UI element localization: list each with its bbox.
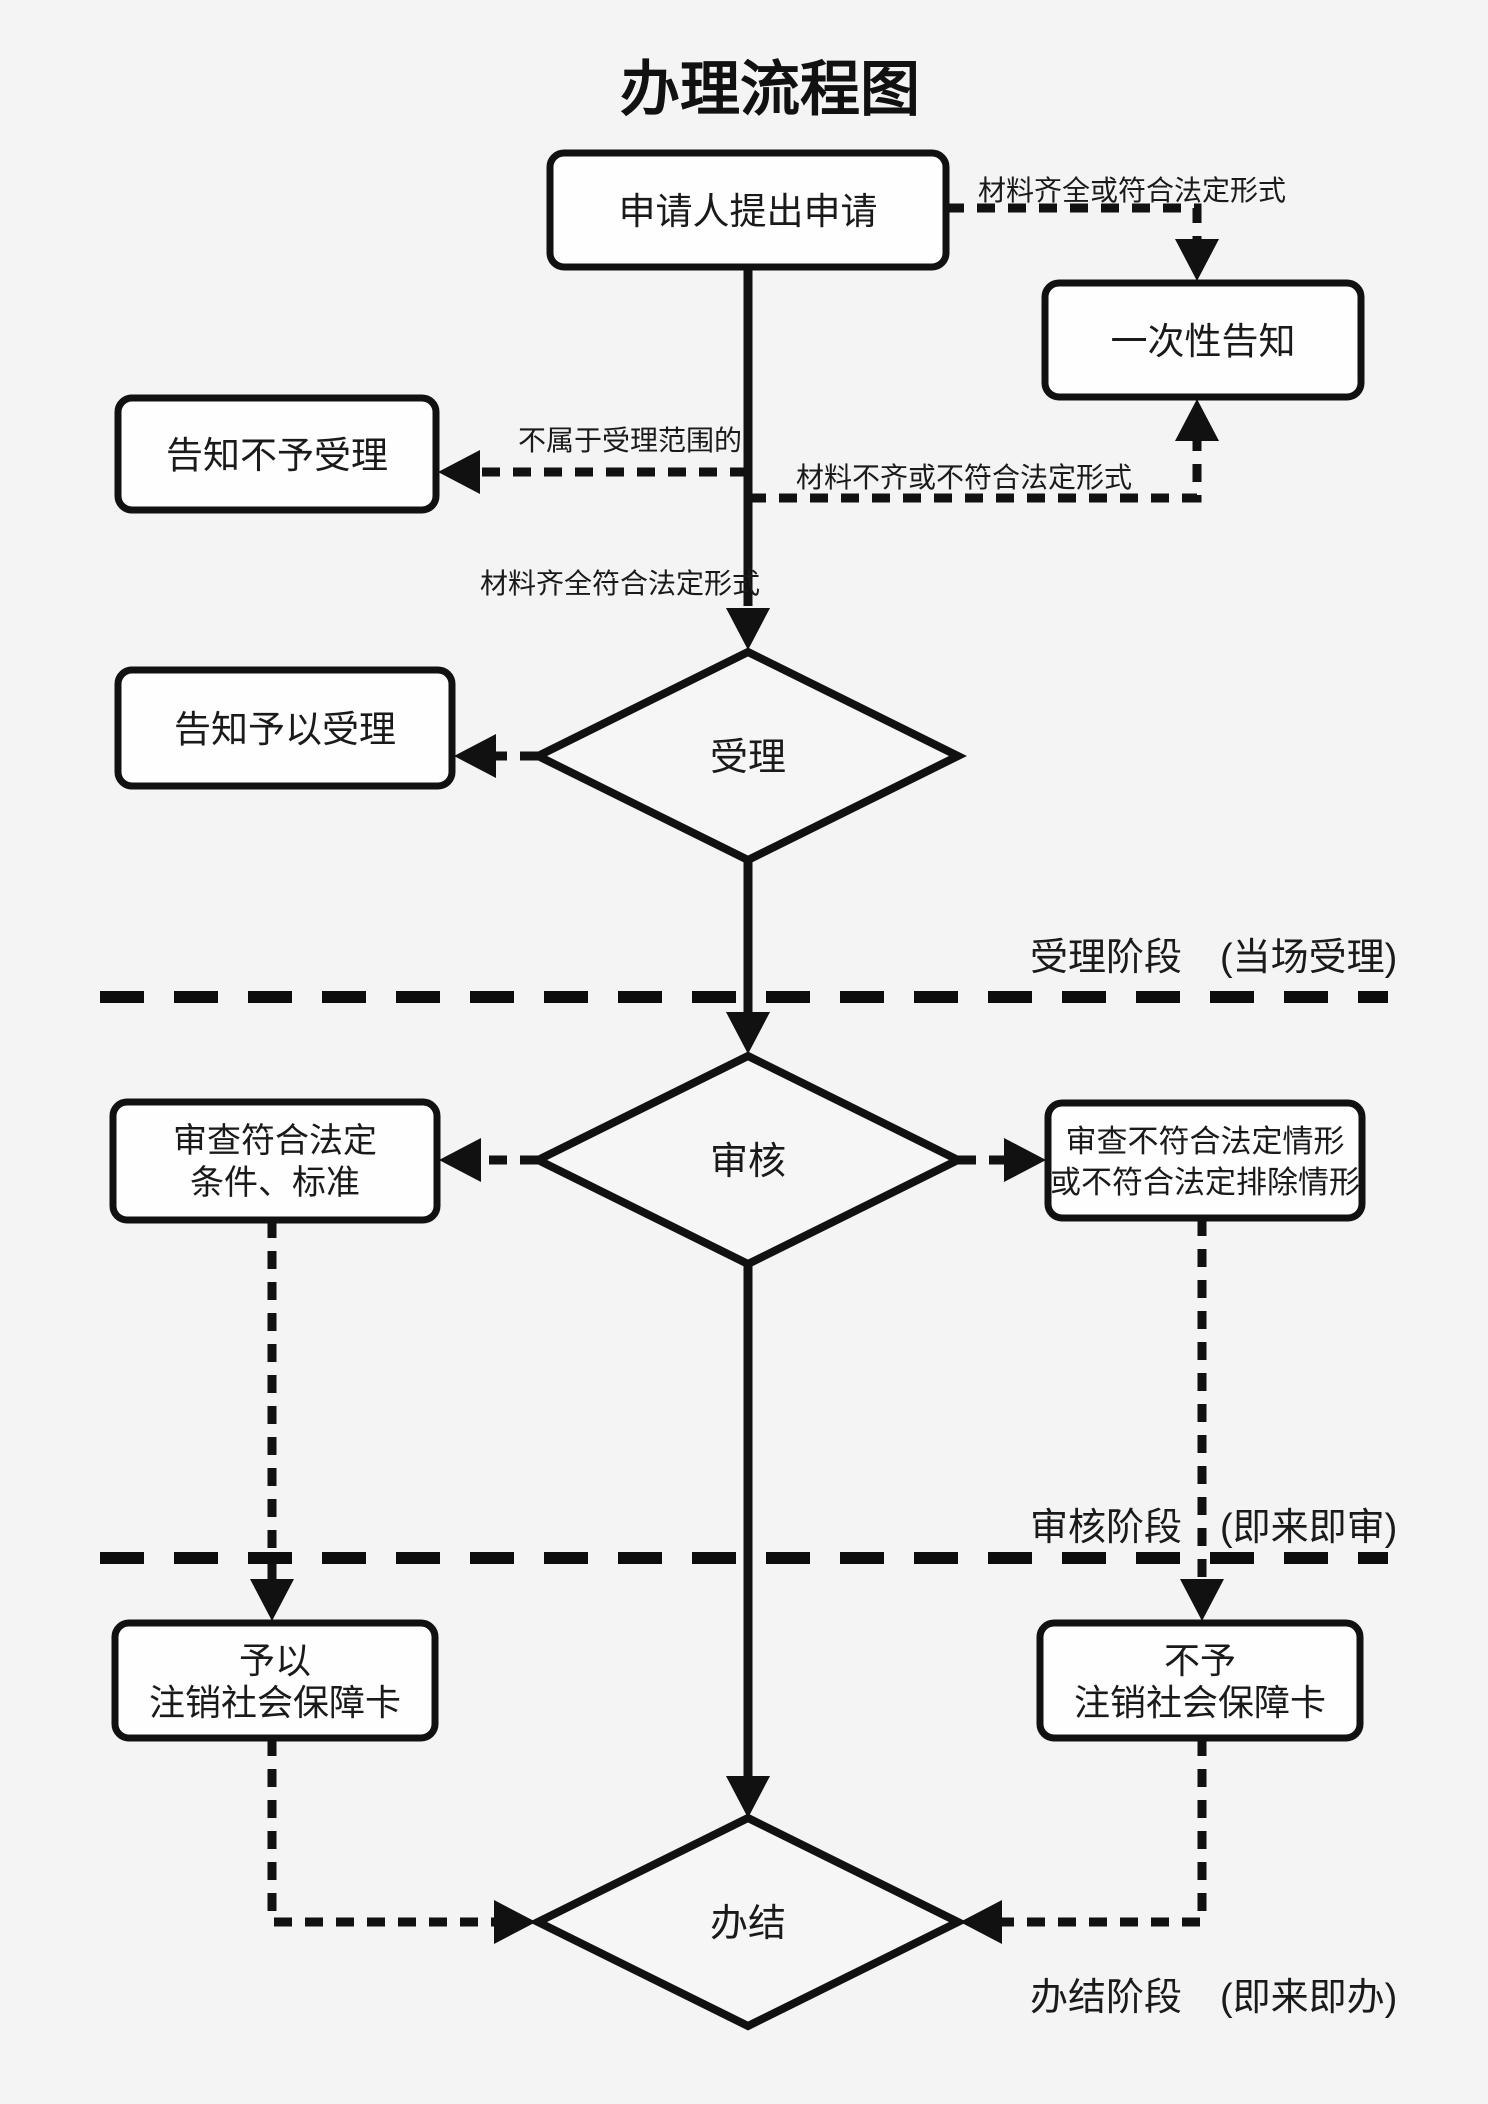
edge-cancel-no-to-finish [1002,1738,1207,1927]
arrow-down-accept-icon [726,608,770,650]
node-review-diamond-label: 审核 [710,1141,786,1183]
edge-cancel-yes-to-finish [267,1738,494,1927]
arrow-down-review-icon [726,1012,770,1054]
node-review-pass: 审查符合法定 条件、标准 [109,1098,441,1224]
node-review-diamond: 审核 [528,1051,968,1269]
edge-label-complete-legal: 材料齐全符合法定形式 [480,568,760,599]
node-cancel-yes-line1: 予以 [239,1640,311,1681]
node-accept-diamond: 受理 [528,647,968,865]
node-review-pass-line1: 审查符合法定 [173,1122,377,1160]
arrow-right-review-fail-icon [1004,1138,1046,1182]
page-title: 办理流程图 [620,56,920,123]
node-cancel-no: 不予 注销社会保障卡 [1036,1619,1364,1742]
node-review-fail-line2: 或不符合法定排除情形 [1050,1165,1360,1200]
node-review-fail: 审查不符合法定情形 或不符合法定排除情形 [1044,1099,1366,1222]
stage-label-review: 审核阶段 (即来即审) [1030,1507,1397,1549]
edge-label-complete-or-legal: 材料齐全或符合法定形式 [978,175,1286,206]
arrow-left-notify-reject-icon [438,450,480,494]
arrow-down-cancel-yes-icon [250,1579,294,1621]
node-accept-diamond-label: 受理 [710,737,786,779]
node-notify-accept-label: 告知予以受理 [174,709,396,750]
node-one-time-notice-label: 一次性告知 [1111,321,1296,362]
edge-label-not-in-scope: 不属于受理范围的 [518,425,742,456]
arrow-down-cancel-no-icon [1180,1579,1224,1621]
node-notify-reject: 告知不予受理 [114,394,440,514]
edge-to-notice-bottom [748,441,1202,503]
stage-label-finish: 办结阶段 (即来即办) [1030,1977,1397,2019]
edge-apply-to-notice [946,203,1202,239]
node-apply: 申请人提出申请 [546,149,950,271]
arrow-up-notice-icon [1175,399,1219,441]
node-one-time-notice: 一次性告知 [1041,279,1365,401]
node-notify-reject-label: 告知不予受理 [166,435,388,476]
arrow-left-notify-accept-icon [454,734,496,778]
node-finish-diamond-label: 办结 [710,1903,786,1945]
node-finish-diamond: 办结 [528,1813,968,2031]
arrow-left-finish-icon [960,1900,1002,1944]
node-cancel-no-line2: 注销社会保障卡 [1074,1682,1326,1723]
edge-label-incomplete-or-illegal: 材料不齐或不符合法定形式 [796,462,1132,493]
arrow-left-review-pass-icon [439,1138,481,1182]
arrow-down-notice-icon [1175,239,1219,281]
node-review-fail-line1: 审查不符合法定情形 [1066,1124,1345,1159]
node-cancel-yes: 予以 注销社会保障卡 [111,1619,439,1742]
node-cancel-yes-line2: 注销社会保障卡 [149,1682,401,1723]
arrow-right-finish-icon [494,1900,536,1944]
arrow-down-finish-icon [726,1776,770,1818]
node-notify-accept: 告知予以受理 [114,666,456,790]
node-cancel-no-line1: 不予 [1164,1640,1236,1681]
node-review-pass-line2: 条件、标准 [190,1164,360,1202]
stage-label-accept: 受理阶段 (当场受理) [1030,937,1397,979]
node-apply-label: 申请人提出申请 [619,191,878,232]
